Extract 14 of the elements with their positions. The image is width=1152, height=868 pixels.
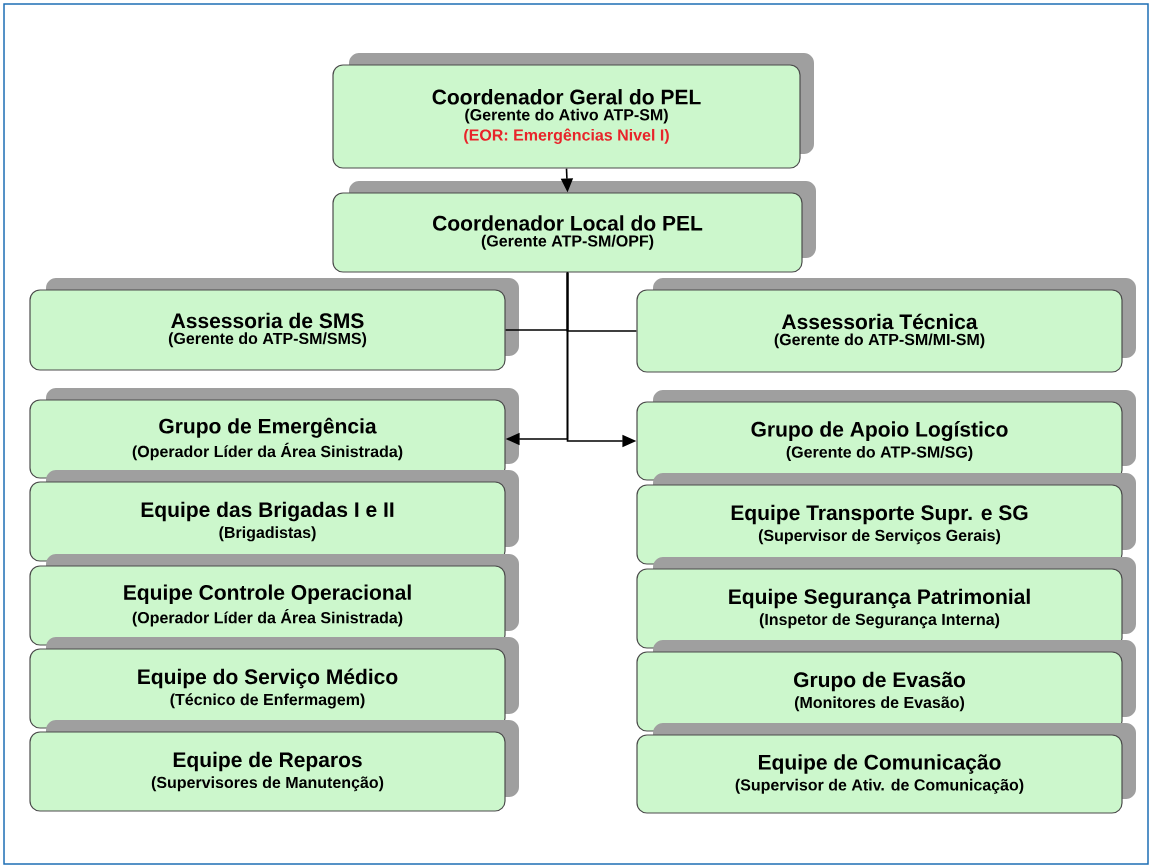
org-box: Equipe Transporte Supr. e SG (Supervisor de Serviços Gerais) (636, 473, 1136, 565)
org-box: Coordenador Geral do PEL (Gerente do Ativo ATP-SM) (EOR: Emergências Nivel I) (332, 53, 814, 169)
org-box: Equipe do Serviço Médico (Técnico de Enfermagem) (29, 637, 519, 729)
org-box: Coordenador Local do PEL (Gerente ATP-SM/OPF) (332, 181, 816, 273)
org-box: Grupo de Evasão (Monitores de Evasão) (636, 640, 1136, 732)
org-box: Grupo de Apoio Logístico (Gerente do ATP-SM/SG) (636, 390, 1136, 481)
org-box: Equipe Controle Operacional (Operador Líder da Área Sinistrada) (29, 554, 519, 646)
org-box: Assessoria de SMS (Gerente do ATP-SM/SMS) (29, 278, 519, 371)
org-box: Equipe de Comunicação (Supervisor de Ativ. de Comunicação) (636, 723, 1136, 814)
org-box: Equipe Segurança Patrimonial (Inspetor de Segurança Interna) (636, 557, 1136, 649)
org-box: Equipe de Reparos (Supervisores de Manutenção) (29, 720, 519, 812)
org-box: Equipe das Brigadas I e II (Brigadistas) (29, 470, 519, 562)
org-box: Assessoria Técnica (Gerente do ATP-SM/MI-SM) (636, 278, 1136, 373)
org-box: Grupo de Emergência (Operador Líder da Área Sinistrada) (29, 388, 519, 479)
